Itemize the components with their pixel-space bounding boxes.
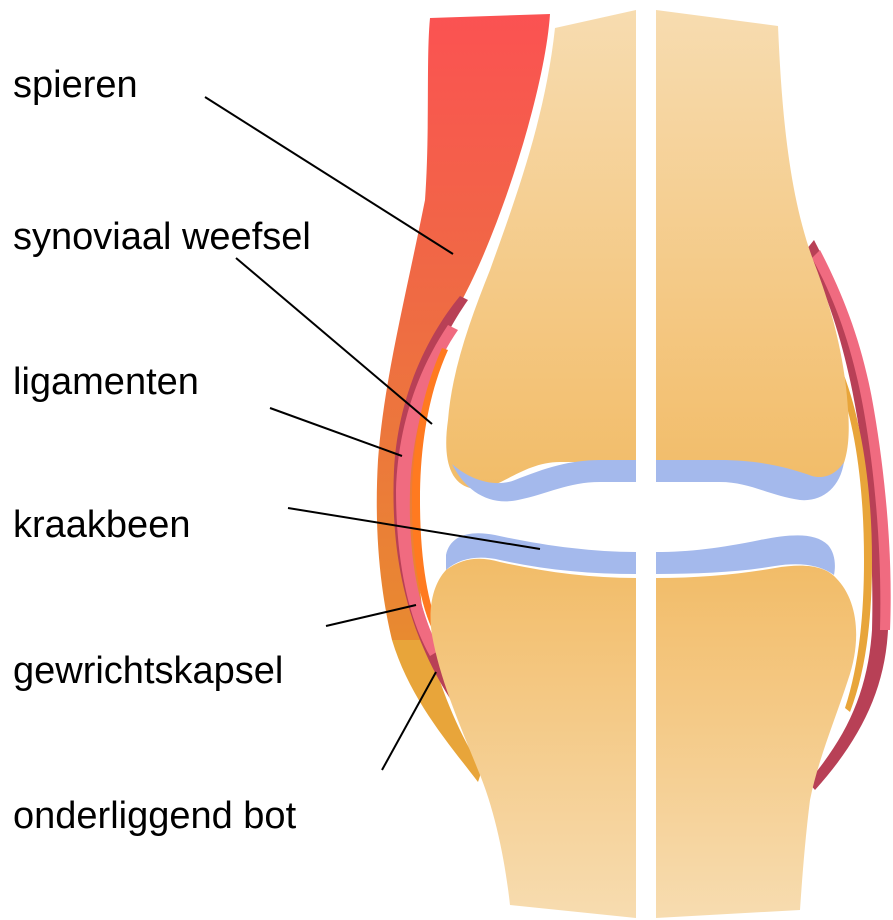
label-gewrichtskapsel: gewrichtskapsel <box>13 652 283 690</box>
label-onderliggend-bot: onderliggend bot <box>13 797 296 835</box>
label-spieren: spieren <box>13 66 138 104</box>
label-synoviaal-weefsel: synoviaal weefsel <box>13 218 311 256</box>
bone-bottom-right <box>656 566 856 918</box>
label-ligamenten: ligamenten <box>13 363 199 401</box>
bone-top-right <box>656 10 849 488</box>
label-kraakbeen: kraakbeen <box>13 506 190 544</box>
leader-line-onderliggend-bot <box>382 672 436 770</box>
